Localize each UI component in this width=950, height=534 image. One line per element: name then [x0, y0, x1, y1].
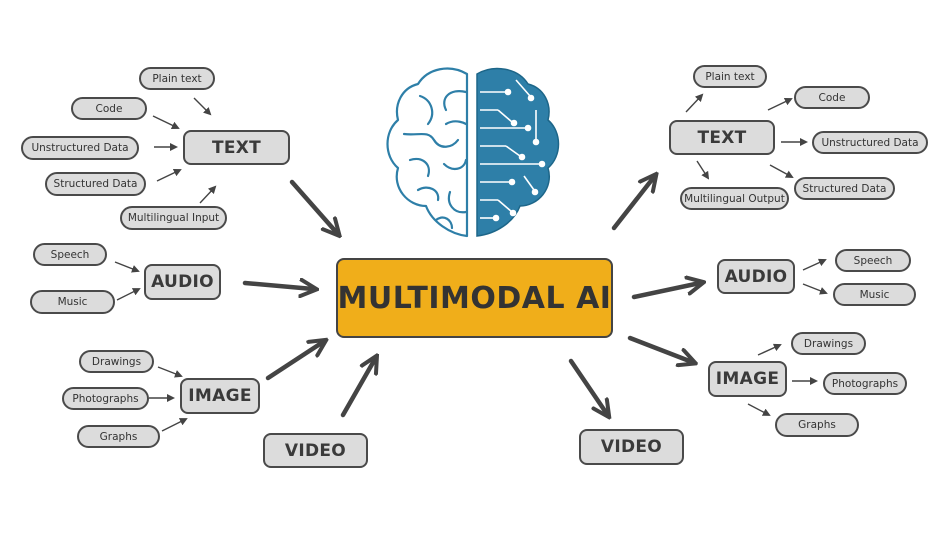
output-text-item-plain-text: Plain text — [693, 65, 767, 88]
big-arrow-text-in — [289, 179, 337, 233]
input-text-item-code: Code — [71, 97, 147, 120]
input-image-node: IMAGE — [180, 378, 260, 414]
input-image-label: IMAGE — [188, 386, 252, 406]
output-image-item-graphs: Graphs — [775, 413, 859, 437]
arrow-image-to-drawings — [757, 343, 782, 356]
item-label: Drawings — [91, 355, 142, 368]
item-label: Plain text — [705, 70, 755, 83]
brain-right-hemisphere — [476, 67, 560, 237]
input-text-item-plain-text: Plain text — [139, 67, 215, 90]
input-text-node: TEXT — [183, 130, 290, 165]
item-label: Graphs — [798, 419, 836, 431]
item-label: Multilingual Input — [127, 212, 220, 224]
output-audio-item-music: Music — [833, 283, 916, 306]
arrow-text-to-multilingual — [696, 160, 710, 180]
input-image-item-photographs: Photographs — [62, 387, 149, 410]
arrow-text-to-plaintext — [685, 93, 704, 113]
input-audio-label: AUDIO — [151, 272, 214, 292]
output-image-node: IMAGE — [708, 361, 787, 397]
output-text-item-multilingual-output: Multilingual Output — [680, 187, 789, 210]
input-audio-item-music: Music — [30, 290, 115, 314]
arrow-image-to-graphs — [747, 403, 771, 416]
input-image-item-graphs: Graphs — [77, 425, 160, 448]
input-text-item-unstructured-data: Unstructured Data — [21, 136, 139, 160]
arrow-text-to-code — [767, 97, 793, 111]
input-video-label: VIDEO — [284, 440, 347, 461]
item-label: Graphs — [99, 430, 138, 443]
output-audio-node: AUDIO — [717, 259, 795, 294]
item-label: Speech — [50, 248, 90, 261]
item-label: Music — [859, 288, 890, 301]
item-label: Multilingual Output — [684, 192, 785, 205]
big-arrow-text-out — [611, 177, 654, 231]
output-image-label: IMAGE — [715, 369, 780, 389]
output-video-node: VIDEO — [579, 429, 684, 465]
arrow-plaintext-to-text — [193, 97, 212, 116]
arrow-music-to-audio — [116, 288, 141, 301]
item-label: Music — [57, 296, 88, 308]
input-text-item-multilingual-input: Multilingual Input — [120, 206, 227, 230]
item-label: Unstructured Data — [31, 142, 129, 154]
center-label: MULTIMODAL AI — [337, 280, 612, 316]
output-text-item-code: Code — [794, 86, 870, 109]
item-label: Speech — [853, 254, 893, 267]
output-image-item-drawings: Drawings — [791, 332, 866, 355]
output-text-node: TEXT — [669, 120, 775, 155]
item-label: Structured Data — [802, 182, 887, 195]
output-text-label: TEXT — [697, 127, 747, 148]
arrow-drawings-to-image — [157, 366, 183, 378]
item-label: Code — [95, 102, 123, 115]
input-image-item-drawings: Drawings — [79, 350, 154, 373]
arrow-text-to-structured — [769, 164, 794, 178]
item-label: Photographs — [831, 377, 899, 390]
output-audio-item-speech: Speech — [835, 249, 911, 272]
input-audio-item-speech: Speech — [33, 243, 107, 266]
output-audio-label: AUDIO — [724, 266, 788, 287]
arrow-audio-to-music — [802, 283, 828, 295]
big-arrow-image-in — [265, 342, 323, 381]
brain-left-hemisphere — [386, 67, 469, 238]
arrow-speech-to-audio — [114, 261, 140, 273]
arrow-structured-to-text — [156, 168, 182, 182]
item-label: Drawings — [803, 337, 854, 350]
item-label: Photographs — [72, 392, 139, 405]
output-image-item-photographs: Photographs — [823, 372, 907, 395]
big-arrow-video-out — [568, 358, 607, 414]
big-arrow-audio-in — [242, 283, 313, 289]
input-text-item-structured-data: Structured Data — [45, 172, 146, 196]
arrow-code-to-text — [152, 115, 180, 130]
item-label: Code — [818, 91, 846, 104]
center-multimodal-ai: MULTIMODAL AI — [336, 258, 613, 338]
big-arrow-image-out — [627, 335, 692, 362]
arrow-multilingual-to-text — [199, 185, 217, 204]
output-text-item-unstructured-data: Unstructured Data — [812, 131, 928, 154]
output-text-item-structured-data: Structured Data — [794, 177, 895, 200]
big-arrow-video-in — [340, 359, 375, 418]
arrow-audio-to-speech — [802, 258, 827, 271]
input-audio-node: AUDIO — [144, 264, 221, 300]
input-text-label: TEXT — [211, 137, 262, 158]
item-label: Unstructured Data — [821, 136, 919, 149]
big-arrow-audio-out — [631, 283, 700, 300]
item-label: Structured Data — [53, 178, 138, 190]
item-label: Plain text — [152, 72, 202, 85]
input-video-node: VIDEO — [263, 433, 368, 468]
arrow-graphs-to-image — [161, 418, 188, 432]
output-video-label: VIDEO — [600, 437, 663, 457]
